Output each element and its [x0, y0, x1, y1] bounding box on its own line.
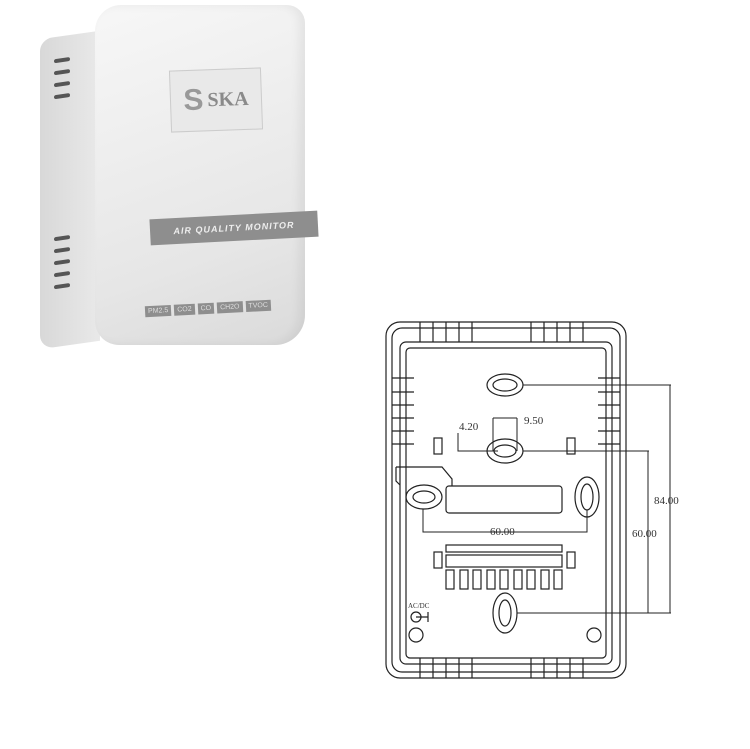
power-symbol-icon: [410, 611, 429, 623]
power-label: AC/DC: [408, 602, 430, 610]
mount-hole-left: [405, 484, 443, 510]
dimension-60-vertical: 60.00: [632, 528, 657, 540]
dimension-9-50: 9.50: [524, 415, 544, 427]
vent-slots: [392, 322, 620, 678]
mount-hole-bottom: [492, 592, 518, 634]
dimension-4-20: 4.20: [459, 421, 479, 433]
dimension-60-horizontal: 60.00: [490, 526, 515, 538]
outer-body: [385, 321, 627, 679]
dimension-lines: [422, 384, 671, 614]
dimension-84: 84.00: [654, 495, 679, 507]
terminal-block: [445, 569, 563, 590]
